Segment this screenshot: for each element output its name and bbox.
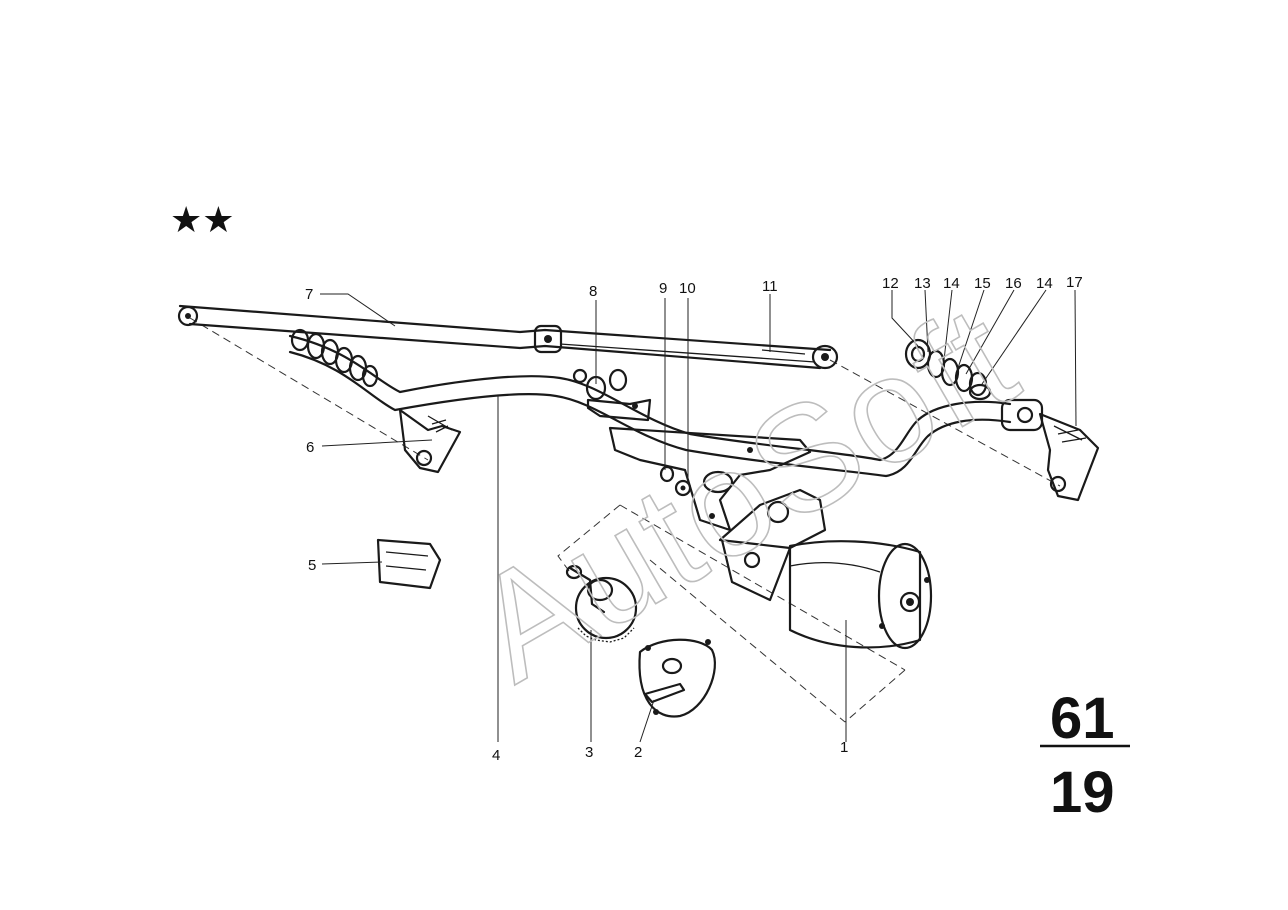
callout-2: 2 xyxy=(634,744,642,761)
callout-14a: 14 xyxy=(943,275,960,292)
callout-15: 15 xyxy=(974,275,991,292)
group-number-bottom: 19 xyxy=(1050,760,1115,825)
washer-nut-9-10 xyxy=(659,465,692,497)
rubber-pad-5 xyxy=(376,538,442,590)
group-number: 61 19 xyxy=(1040,686,1130,825)
callout-1: 1 xyxy=(840,739,848,756)
wiper-motor-1 xyxy=(718,488,933,650)
leader-lines xyxy=(320,289,1077,743)
callout-5: 5 xyxy=(308,557,316,574)
callout-11: 11 xyxy=(762,278,778,295)
right-bushing-stack xyxy=(904,338,992,401)
callout-9: 9 xyxy=(659,280,667,297)
worm-gear-3 xyxy=(565,564,638,643)
callout-14b: 14 xyxy=(1036,275,1053,292)
callout-17: 17 xyxy=(1066,274,1083,291)
ball-stud-8 xyxy=(572,368,652,422)
callout-10: 10 xyxy=(679,280,696,297)
star-marker: ★★ xyxy=(170,200,235,241)
wiper-frame-tube-4 xyxy=(288,328,1100,532)
callout-4: 4 xyxy=(492,747,500,764)
callout-16: 16 xyxy=(1005,275,1022,292)
callout-6: 6 xyxy=(306,439,314,456)
cover-plate-2 xyxy=(638,638,717,718)
link-rod-7 xyxy=(177,304,839,370)
callout-12: 12 xyxy=(882,275,899,292)
assembly-dash-lines xyxy=(189,317,1061,723)
callout-13: 13 xyxy=(914,275,931,292)
callout-labels: 1 2 3 4 5 6 7 8 9 10 11 12 13 14 15 16 1… xyxy=(305,274,1083,764)
callout-8: 8 xyxy=(589,283,597,300)
callout-3: 3 xyxy=(585,744,593,761)
callout-7: 7 xyxy=(305,286,313,303)
group-number-top: 61 xyxy=(1050,686,1115,751)
